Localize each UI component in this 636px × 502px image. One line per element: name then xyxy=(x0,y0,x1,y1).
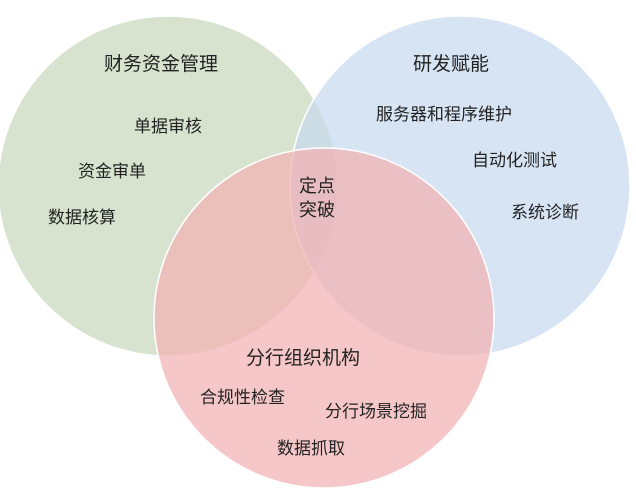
branch-circle xyxy=(153,147,495,489)
branch-title: 分行组织机构 xyxy=(246,347,361,369)
branch-item-2: 分行场景挖掘 xyxy=(325,402,427,422)
finance-item-2: 资金审单 xyxy=(78,162,146,182)
center-line-1: 定点 xyxy=(299,176,335,197)
rnd-item-3: 系统诊断 xyxy=(511,203,579,223)
finance-item-1: 单据审核 xyxy=(134,117,202,137)
center-line-2: 突破 xyxy=(299,200,335,221)
finance-item-3: 数据核算 xyxy=(48,208,116,228)
finance-title: 财务资金管理 xyxy=(104,53,219,75)
rnd-title: 研发赋能 xyxy=(413,53,490,75)
rnd-item-1: 服务器和程序维护 xyxy=(376,105,512,125)
branch-item-3: 数据抓取 xyxy=(277,439,345,459)
branch-item-1: 合规性检查 xyxy=(200,388,285,408)
center-label: 定点 突破 xyxy=(289,175,345,223)
rnd-item-2: 自动化测试 xyxy=(472,151,557,171)
